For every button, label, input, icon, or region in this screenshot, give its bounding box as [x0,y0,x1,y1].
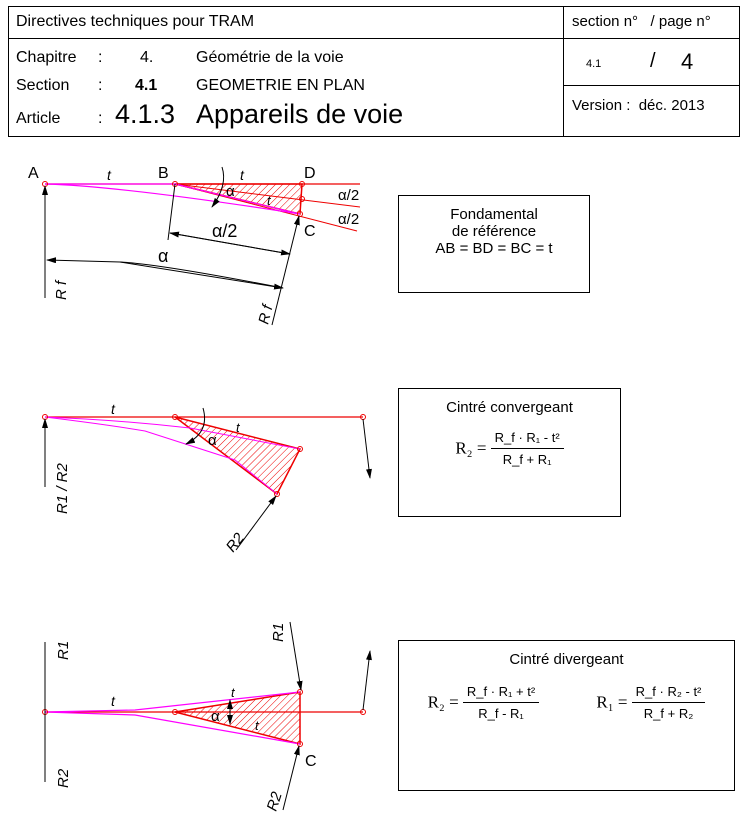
formula-denominator: R_f - R₁ [478,706,524,721]
r2-label: R2 [223,529,249,555]
box-formula: AB = BD = BC = t [435,240,553,257]
section-title: GEOMETRIE EN PLAN [196,77,365,94]
section-label: Section [16,77,70,94]
section-number: 4.1 [135,77,158,94]
section-page-label: section n° / page n° [572,13,711,30]
alpha-half-dimension: α/2 [212,221,237,241]
chapitre-title: Géométrie de la voie [196,49,344,66]
formula-denominator: R_f + R₁ [502,452,552,467]
r2-label: R2 [55,768,72,788]
separator: / [650,50,656,72]
t-label: t [236,420,241,435]
r1-label: R1 [55,641,72,660]
point-b-label: B [158,165,169,182]
rf-label: R f [255,301,277,325]
t-label: t [231,685,236,700]
version: Version : déc. 2013 [572,97,705,114]
chapitre-number: 4. [140,49,154,66]
formula-lhs: R₂ = [427,692,459,712]
alpha-label: α [226,183,235,200]
point-c-label: C [304,223,316,240]
alpha-label: α [208,432,217,449]
alpha-label: α [211,708,220,725]
formula-numerator: R_f · R₁ - t² [490,430,564,449]
box-title: Fondamental [450,206,538,223]
rf-label: R f [53,279,70,300]
divergent-box: Cintré divergeant R₂ = R_f · R₁ + t² R_f … [398,640,735,791]
document-title: Directives techniques pour TRAM [16,13,255,30]
t-label: t [107,167,112,183]
formula-numerator: R_f · R₁ + t² [462,684,540,703]
box-text: de référence [451,223,537,240]
alpha-half-label: α/2 [338,187,359,204]
diagram-convergent: t t α R1 / R2 R2 [42,401,372,555]
formula-lhs: R₂ = [455,438,487,458]
point-a-label: A [28,165,39,182]
point-c-label: C [305,753,317,770]
box-title: Cintré divergeant [509,651,624,668]
page-number: 4 [681,49,694,74]
section-number-value: 4.1 [586,58,602,70]
formula-lhs: R₁ = [596,692,628,712]
t-label: t [267,193,272,208]
t-label: t [111,401,116,417]
r2-label: R2 [264,789,286,813]
alpha-dimension: α [158,246,168,266]
point-d-label: D [304,165,316,182]
separator: : [98,49,103,66]
r1-r2-label: R1 / R2 [54,462,71,514]
article-number: 4.1.3 [115,99,176,129]
r1-label: R1 [270,623,287,642]
t-label: t [255,718,260,733]
formula-numerator: R_f · R₂ - t² [631,684,706,703]
separator: : [98,77,103,94]
chapitre-label: Chapitre [16,49,77,66]
alpha-half-label: α/2 [338,211,359,228]
separator: : [98,110,103,127]
article-label: Article [16,110,61,127]
formula-denominator: R_f + R₂ [643,706,694,721]
box-title: Cintré convergeant [446,399,573,416]
fundamental-box: Fondamental de référence AB = BD = BC = … [398,195,590,293]
t-label: t [111,693,116,709]
diagram-fundamental: A B D C t t t α α/2 α/2 α/2 α R f R f [28,165,361,326]
convergent-box: Cintré convergeant R₂ = R_f · R₁ - t² R_f… [398,388,621,517]
title-block [8,6,740,137]
article-title: Appareils de voie [196,99,404,129]
t-label: t [240,167,245,183]
diagram-divergent: t t t α C R1 R2 R1 R2 [42,621,372,813]
